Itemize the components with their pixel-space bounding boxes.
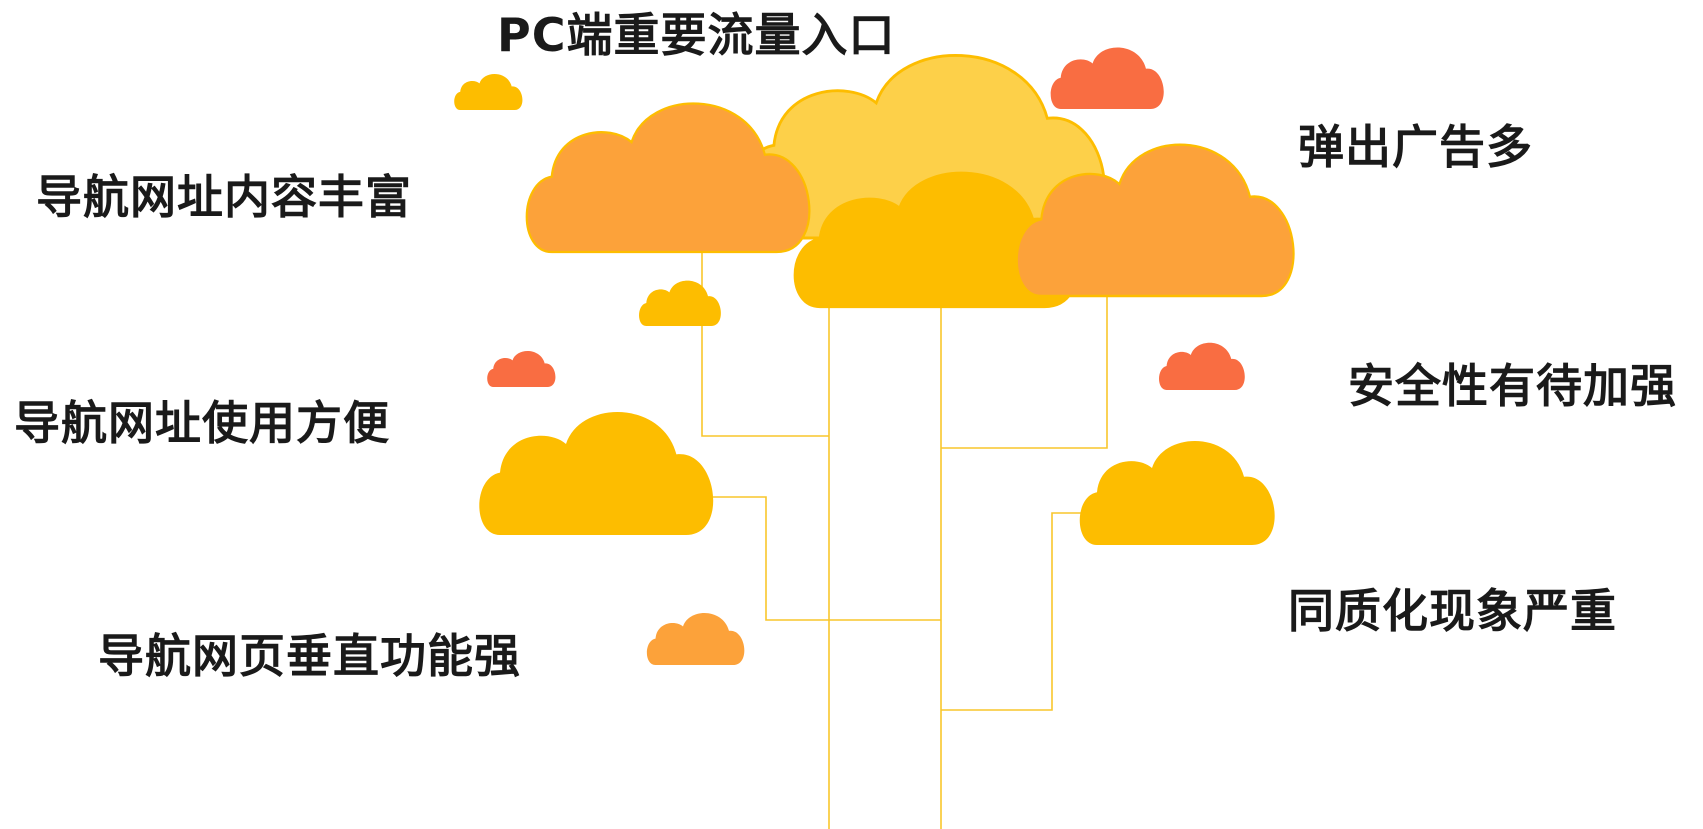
cloud-left-orange [525,102,811,254]
connector-lines [700,250,1108,829]
cloud-branch-right [1079,440,1275,545]
right-item-many-popups: 弹出广告多 [1298,120,1533,174]
left-item-vertical-function: 导航网页垂直功能强 [98,629,521,683]
left-item-easy-to-use: 导航网址使用方便 [14,396,390,450]
cloud-small-yellow-1 [454,74,523,110]
left-item-rich-content: 导航网址内容丰富 [36,170,412,224]
right-item-security: 安全性有待加强 [1348,359,1677,413]
cloud-small-coral-2 [487,351,556,387]
cloud-small-coral-3 [1159,342,1245,390]
cloud-small-yellow-2 [639,280,721,326]
cloud-branch-left [479,412,714,535]
cloud-small-coral-1 [1050,47,1164,109]
cloud-small-orange [646,612,745,665]
diagram-title: PC端重要流量入口 [497,8,896,62]
right-item-homogenization: 同质化现象严重 [1288,584,1617,638]
